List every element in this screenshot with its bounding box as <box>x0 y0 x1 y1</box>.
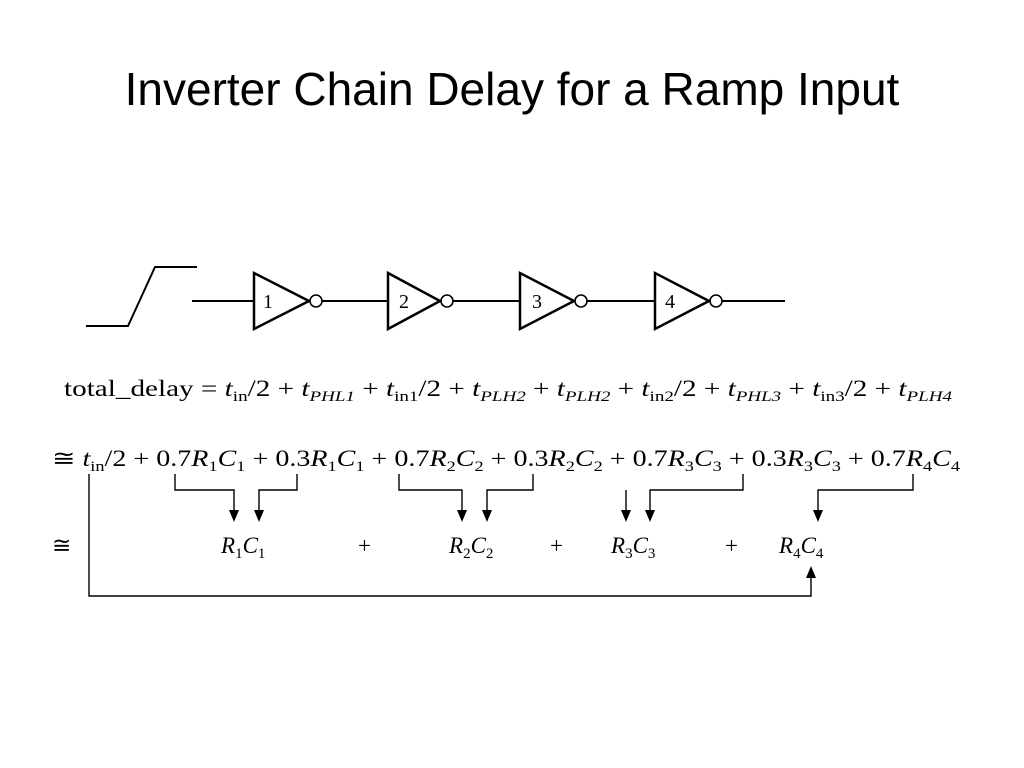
inverter-4: 4 <box>653 270 723 332</box>
equation-line-3: ≅ R1C1 + R2C2 + R3C3 + R4C4 <box>52 533 824 562</box>
result-term-r3c3: R3C3 <box>610 533 655 562</box>
connector-r2c2 <box>398 474 534 522</box>
inverter-2: 2 <box>386 270 454 332</box>
plus-3: + <box>725 533 738 558</box>
inverter-4-label: 4 <box>665 291 675 313</box>
connector-r4c4 <box>813 474 914 522</box>
inverter-3-label: 3 <box>532 291 542 313</box>
connector-r3c3 <box>621 474 744 522</box>
inverter-4-bubble <box>709 294 723 308</box>
result-term-r4c4: R4C4 <box>778 533 824 562</box>
ramp-input-waveform <box>86 266 197 327</box>
plus-1: + <box>358 533 371 558</box>
slide-title: Inverter Chain Delay for a Ramp Input <box>124 63 900 115</box>
inverter-2-bubble <box>440 294 454 308</box>
inverter-1-bubble <box>309 294 323 308</box>
inverter-3-bubble <box>574 294 588 308</box>
inverter-1-label: 1 <box>263 291 273 313</box>
plus-2: + <box>550 533 563 558</box>
connector-tin-return <box>88 474 816 597</box>
inverter-3: 3 <box>518 270 588 332</box>
total-delay-lhs: total_delay <box>64 376 194 401</box>
result-term-r1c1: R1C1 <box>220 533 265 562</box>
inverter-1: 1 <box>252 270 323 332</box>
connector-r1c1 <box>174 474 298 522</box>
inverter-2-label: 2 <box>399 291 409 313</box>
result-term-r2c2: R2C2 <box>448 533 493 562</box>
approx-symbol-line-3: ≅ <box>52 533 71 558</box>
